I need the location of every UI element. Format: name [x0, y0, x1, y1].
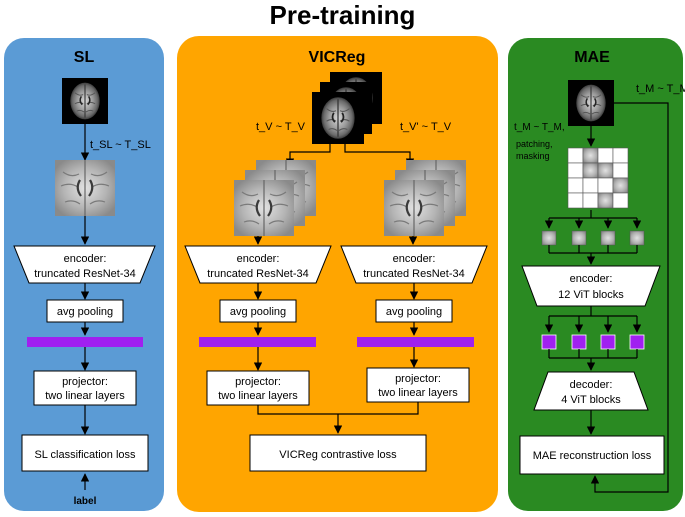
mae-masked-patch-cell: [597, 177, 614, 194]
mae-transform-top: t_M ~ T_M: [636, 83, 685, 95]
sl-encoder-box: [13, 245, 156, 284]
vicreg-left-projector-label2: two linear layers: [218, 390, 298, 402]
sl-label-text: label: [74, 496, 97, 507]
vicreg-transform-right: t_V' ~ T_V: [400, 121, 452, 133]
mae-masked-patch-cell: [567, 162, 584, 179]
mae-masked-patch-cell: [612, 147, 629, 164]
vicreg-left-projector-box: [206, 370, 310, 406]
vicreg-left-embedding-bar: [199, 337, 316, 347]
mae-masked-patch-cell: [567, 147, 584, 164]
vicreg-right-encoder-box: [340, 245, 488, 284]
sl-input-image: [62, 78, 108, 124]
vicreg-input-stack: [312, 72, 382, 144]
vicreg-left-augmented-stack: [234, 160, 316, 236]
mae-latent-tokens: [541, 334, 645, 350]
sl-encoder-label2: truncated ResNet-34: [34, 268, 136, 280]
sl-projector-label1: projector:: [62, 376, 108, 388]
mae-visible-patch-cell: [597, 192, 614, 209]
mae-visible-patch-cell: [582, 147, 599, 164]
vicreg-left-projector-label1: projector:: [235, 376, 281, 388]
vicreg-right-projector-box: [366, 367, 470, 403]
mae-visible-patch-cell: [612, 177, 629, 194]
mae-transform-left1: t_M ~ T_M,: [514, 122, 565, 133]
mae-visible-patch-cell: [582, 162, 599, 179]
vicreg-transform-left: t_V ~ T_V: [256, 121, 306, 133]
vicreg-right-encoder-label1: encoder:: [393, 253, 436, 265]
mae-transform-left2: patching,: [516, 139, 553, 149]
vicreg-right-projector-label1: projector:: [395, 373, 441, 385]
mae-visible-patches: [541, 230, 645, 246]
mae-decoder-box: [533, 371, 649, 411]
vicreg-right-pooling-label: avg pooling: [386, 306, 442, 318]
mae-masked-patch-cell: [612, 192, 629, 209]
vicreg-left-pooling-label: avg pooling: [230, 306, 286, 318]
mae-masked-patch-cell: [567, 192, 584, 209]
diagram-title: Pre-training: [269, 0, 416, 30]
mae-patch-grid: [567, 147, 629, 209]
sl-projector-label2: two linear layers: [45, 390, 125, 402]
vicreg-loss-label: VICReg contrastive loss: [279, 449, 397, 461]
vicreg-right-embedding-bar: [357, 337, 474, 347]
sl-loss-label: SL classification loss: [34, 449, 136, 461]
vicreg-left-encoder-label1: encoder:: [237, 253, 280, 265]
mae-input-image: [568, 80, 614, 126]
mae-visible-patch-cell: [597, 162, 614, 179]
vicreg-right-projector-label2: two linear layers: [378, 387, 458, 399]
mae-loss-box: [519, 435, 665, 475]
mae-masked-patch-cell: [582, 177, 599, 194]
vicreg-left-encoder-label2: truncated ResNet-34: [207, 268, 309, 280]
mae-decoder-label1: decoder:: [570, 379, 613, 391]
mae-encoder-label1: encoder:: [570, 273, 613, 285]
vicreg-right-encoder-label2: truncated ResNet-34: [363, 268, 465, 280]
mae-loss-label: MAE reconstruction loss: [533, 450, 652, 462]
mae-encoder-box: [521, 265, 661, 307]
sl-loss-box: [21, 434, 149, 472]
mae-masked-patch-cell: [582, 192, 599, 209]
mae-transform-left3: masking: [516, 151, 550, 161]
mae-title: MAE: [574, 49, 610, 66]
mae-masked-patch-cell: [612, 162, 629, 179]
sl-transform-label: t_SL ~ T_SL: [90, 139, 151, 151]
mae-masked-patch-cell: [597, 147, 614, 164]
sl-pooling-label: avg pooling: [57, 306, 113, 318]
vicreg-left-encoder-box: [184, 245, 332, 284]
sl-augmented-image: [55, 160, 115, 216]
mae-encoder-label2: 12 ViT blocks: [558, 289, 624, 301]
sl-encoder-label1: encoder:: [64, 253, 107, 265]
vicreg-title: VICReg: [309, 49, 366, 66]
mae-masked-patch-cell: [567, 177, 584, 194]
sl-title: SL: [74, 49, 95, 66]
sl-embedding-bar: [27, 337, 143, 347]
vicreg-loss-box: [249, 434, 427, 472]
mae-decoder-label2: 4 ViT blocks: [561, 394, 621, 406]
vicreg-right-augmented-stack: [384, 160, 466, 236]
